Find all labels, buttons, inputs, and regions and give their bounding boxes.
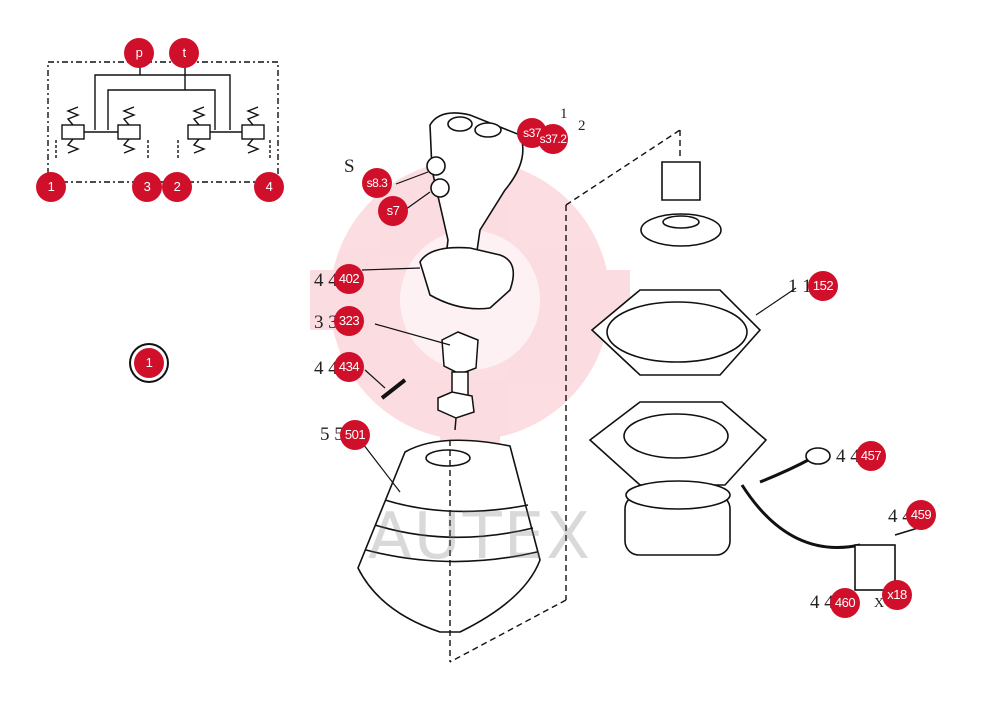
centerlines <box>449 129 681 663</box>
callout-434-badge[interactable]: 434 <box>334 352 364 382</box>
callout-457-badge[interactable]: 457 <box>856 441 886 471</box>
port-2-badge[interactable]: 2 <box>162 172 192 202</box>
callout-s37-2-badge[interactable]: s37.2 <box>538 124 568 154</box>
port-3-badge[interactable]: 3 <box>132 172 162 202</box>
callout-152-badge[interactable]: 152 <box>808 271 838 301</box>
label-s-text: S <box>344 156 355 177</box>
rubber-boot <box>357 439 541 633</box>
port-1-badge[interactable]: 1 <box>36 172 66 202</box>
port-4-badge[interactable]: 4 <box>254 172 284 202</box>
hydraulic-schematic <box>47 61 279 183</box>
callout-s7-badge[interactable]: s7 <box>378 196 408 226</box>
legend-callout-badge[interactable]: 1 <box>134 348 164 378</box>
port-t-badge[interactable]: t <box>169 38 199 68</box>
joystick-handle <box>419 112 524 310</box>
label-x-text: X <box>874 596 885 611</box>
callout-501-badge[interactable]: 501 <box>340 420 370 450</box>
callout-459-badge[interactable]: 459 <box>906 500 936 530</box>
callout-460-badge[interactable]: 460 <box>830 588 860 618</box>
callout-323-badge[interactable]: 323 <box>334 306 364 336</box>
port-p-badge[interactable]: p <box>124 38 154 68</box>
watermark-text: AUTEX <box>368 500 592 574</box>
label-n1-text: 1 <box>560 106 568 122</box>
base-assembly <box>588 161 919 591</box>
callout-x18-badge[interactable]: x18 <box>882 580 912 610</box>
shaft-bolt <box>380 331 479 431</box>
label-n2-text: 2 <box>578 118 586 134</box>
callout-402-badge[interactable]: 402 <box>334 264 364 294</box>
callout-s8-3-badge[interactable]: s8.3 <box>362 168 392 198</box>
